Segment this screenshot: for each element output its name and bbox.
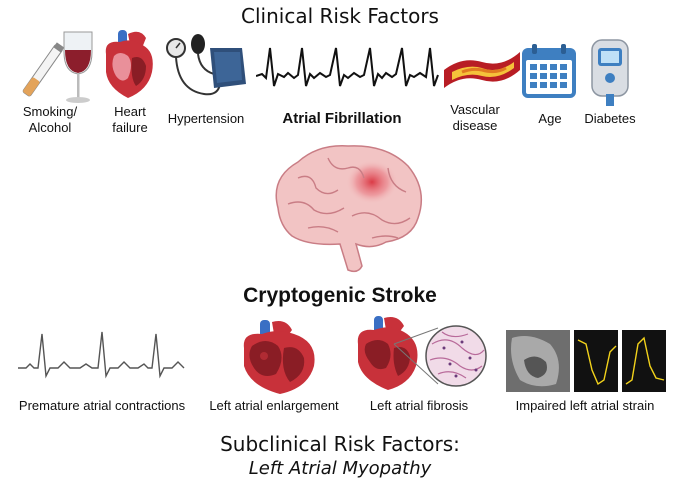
heart-fibrosis-icon xyxy=(357,316,487,390)
subclinical-label-la-strain: Impaired left atrial strain xyxy=(515,398,655,413)
ecg-pac-icon xyxy=(18,331,185,379)
subclinical-label-pac: Premature atrial contractions xyxy=(18,398,186,413)
enlarged-heart-icon xyxy=(105,30,153,98)
plaque-artery-icon xyxy=(444,52,520,88)
brain-stroke-icon xyxy=(275,145,423,273)
left-atrial-myopathy-subtitle: Left Atrial Myopathy xyxy=(248,458,432,479)
blood-pressure-cuff-icon xyxy=(166,34,246,96)
factor-label-age: Age xyxy=(538,111,562,126)
factor-label-hypertension: Hypertension xyxy=(167,111,245,126)
glucose-meter-icon xyxy=(591,39,629,106)
subclinical-label-la-enlargement: Left atrial enlargement xyxy=(209,398,339,413)
heart-la-enlargement-icon xyxy=(243,320,315,394)
factor-label-diabetes: Diabetes xyxy=(584,111,636,126)
factor-label-afib: Atrial Fibrillation xyxy=(282,110,402,127)
ecg-afib-icon xyxy=(256,47,439,87)
subclinical-label-la-fibrosis: Left atrial fibrosis xyxy=(369,398,469,413)
calendar-icon xyxy=(522,44,576,98)
cigarette-wine-icon xyxy=(22,31,93,103)
echo-strain-icon xyxy=(506,330,666,392)
subclinical-risk-factors-title: Subclinical Risk Factors: xyxy=(220,432,460,456)
cryptogenic-stroke-label: Cryptogenic Stroke xyxy=(243,284,437,307)
factor-label-smoking: Smoking/Alcohol xyxy=(22,104,78,135)
clinical-risk-factors-title: Clinical Risk Factors xyxy=(241,4,439,28)
